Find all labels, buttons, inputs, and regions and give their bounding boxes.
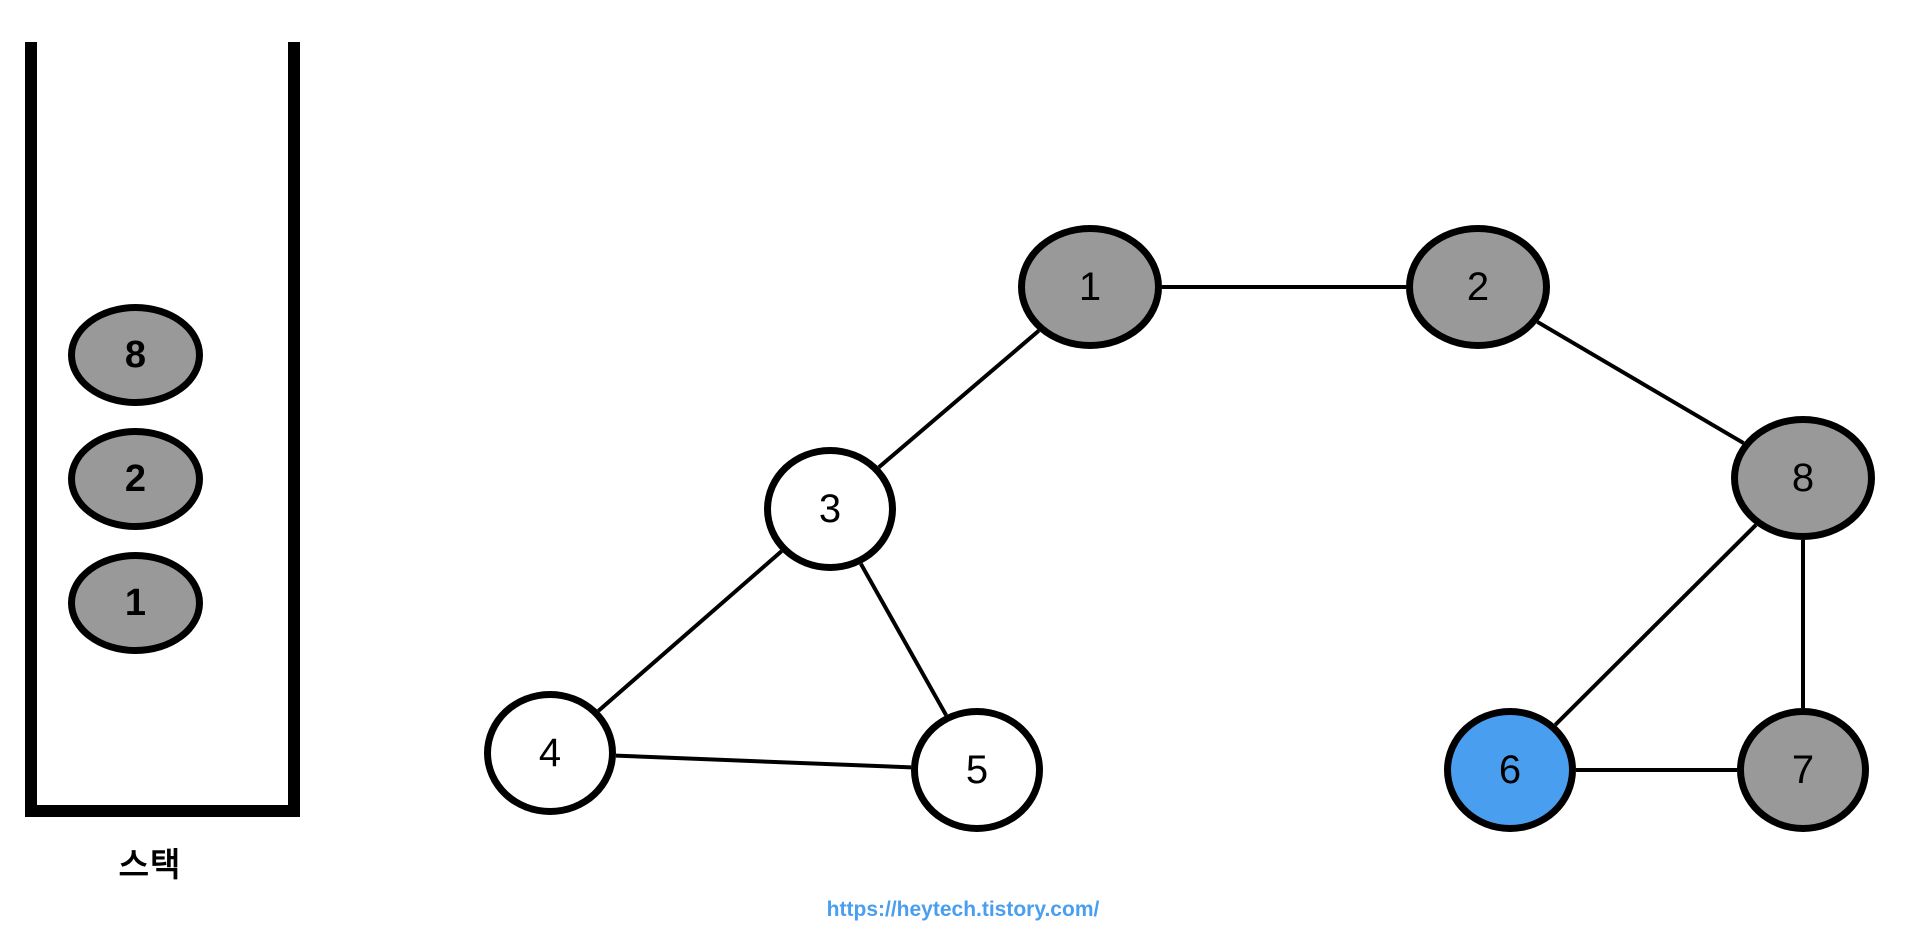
stack-item: 2 bbox=[68, 428, 203, 530]
stack-left-wall bbox=[25, 42, 37, 817]
graph-node-4[interactable]: 4 bbox=[484, 691, 616, 815]
graph-node-1[interactable]: 1 bbox=[1018, 225, 1162, 349]
graph-node-2[interactable]: 2 bbox=[1406, 225, 1550, 349]
graph-node-7[interactable]: 7 bbox=[1737, 708, 1869, 832]
graph-edge-4-5 bbox=[615, 753, 912, 770]
graph-node-6[interactable]: 6 bbox=[1444, 708, 1576, 832]
graph-edge-8-6 bbox=[1553, 523, 1758, 727]
stack-label: 스택 bbox=[118, 846, 182, 883]
graph-edge-1-3 bbox=[877, 329, 1041, 469]
stack-item: 1 bbox=[68, 552, 203, 654]
stack-container: 1 2 8 bbox=[25, 42, 300, 817]
graph-edge-2-8 bbox=[1536, 320, 1745, 445]
graph-node-8[interactable]: 8 bbox=[1731, 416, 1875, 540]
stack-item: 8 bbox=[68, 304, 203, 406]
stack-floor bbox=[25, 805, 300, 817]
graph-edge-3-5 bbox=[859, 562, 948, 717]
watermark-url: https://heytech.tistory.com/ bbox=[826, 898, 1100, 921]
graph-edge-3-4 bbox=[597, 549, 783, 713]
graph-node-3[interactable]: 3 bbox=[764, 447, 896, 571]
graph-node-5[interactable]: 5 bbox=[911, 708, 1043, 832]
stack-right-wall bbox=[288, 42, 300, 817]
stack-panel: 1 2 8 스택 bbox=[0, 0, 330, 936]
